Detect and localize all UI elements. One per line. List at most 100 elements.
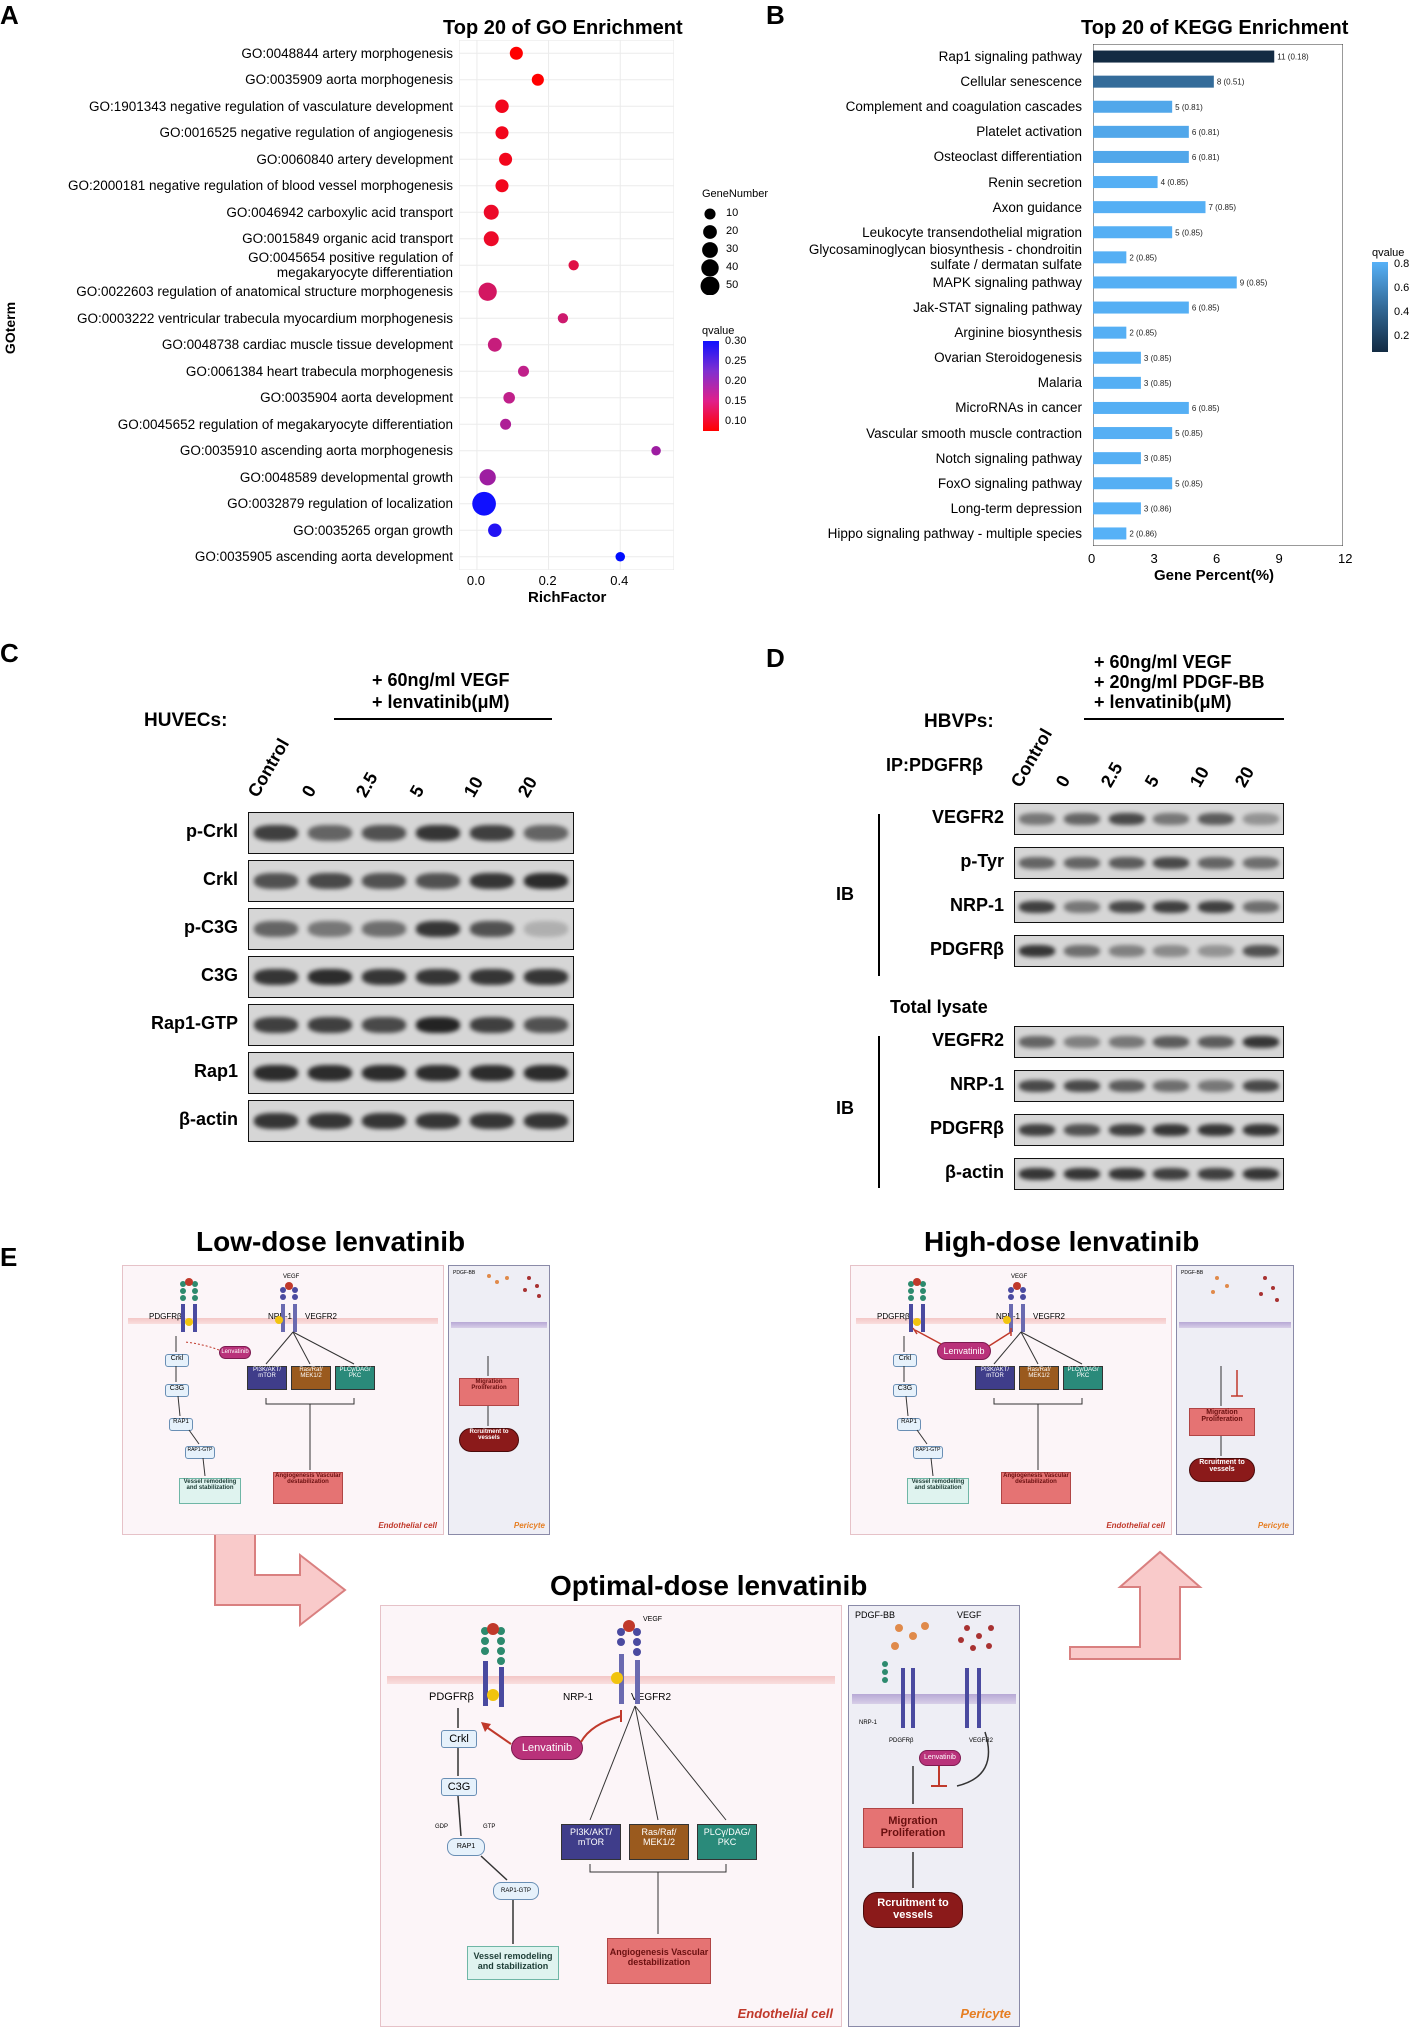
kegg-pathway-label: Malaria xyxy=(1037,375,1082,391)
hbvp-total-band xyxy=(1108,1036,1145,1048)
hbvp-ip-band xyxy=(1198,945,1234,957)
high-rap1gtp-node: RAP1-GTP xyxy=(913,1446,943,1459)
huvec-band xyxy=(254,825,298,841)
kegg-bar xyxy=(1093,226,1173,239)
low-pi3k-box: PI3K/AKT/ mTOR xyxy=(247,1366,287,1390)
huvec-band xyxy=(524,969,568,985)
ib-label-top: IB xyxy=(836,884,854,904)
hbvp-ip-band xyxy=(1064,945,1100,957)
huvec-band xyxy=(254,1113,298,1129)
go-dot xyxy=(568,260,579,271)
high-crkl-node: Crkl xyxy=(893,1354,917,1367)
gene-number-legend-value: 10 xyxy=(726,207,739,219)
optimal-pdgfbb-label: PDGF-BB xyxy=(855,1610,896,1620)
hbvp-ip-band xyxy=(1019,901,1056,913)
go-dot xyxy=(499,152,513,166)
hbvp-total-band xyxy=(1242,1080,1279,1092)
low-pericyte-box: Pericyte PDGF-BB Migration Proliferation… xyxy=(448,1265,550,1535)
hbvp-total-band xyxy=(1064,1080,1100,1092)
kegg-bar xyxy=(1093,201,1206,214)
go-term-label: GO:0035910 ascending aorta morphogenesis xyxy=(179,443,453,459)
hbvp-total-blot-label: NRP-1 xyxy=(949,1074,1004,1094)
huvec-blot-strip xyxy=(248,1100,574,1142)
low-angio-box: Angiogenesis Vascular destabilization xyxy=(273,1472,343,1504)
optimal-membrane xyxy=(387,1676,835,1684)
gene-number-legend-value: 30 xyxy=(726,243,739,255)
optimal-rap1gtp-node: RAP1-GTP xyxy=(493,1882,539,1900)
low-crkl-node: Crkl xyxy=(165,1354,189,1367)
kegg-qvalue-legend-value: 0.4 xyxy=(1394,306,1410,318)
go-term-label: GO:0015849 organic acid transport xyxy=(242,231,453,247)
gene-number-legend-value: 50 xyxy=(726,279,739,291)
kegg-bar-label: 3 (0.85) xyxy=(1144,379,1172,388)
low-rap1gtp-node: RAP1-GTP xyxy=(185,1446,215,1459)
kegg-pathway-label: MicroRNAs in cancer xyxy=(955,400,1082,416)
huvec-blot-strip xyxy=(248,1052,574,1094)
go-term-label: GO:0035909 aorta morphogenesis xyxy=(245,72,453,88)
go-term-label: GO:0022603 regulation of anatomical stru… xyxy=(76,284,453,300)
hbvp-treatment-bracket xyxy=(1084,718,1284,720)
go-term-label: GO:0048738 cardiac muscle tissue develop… xyxy=(161,337,453,353)
low-pdgfrb-label: PDGFRβ xyxy=(149,1312,182,1321)
optimal-peri-vegfr2-label: VEGFR2 xyxy=(969,1738,994,1744)
low-vegfr2-label: VEGFR2 xyxy=(305,1312,338,1321)
kegg-pathway-label: Ovarian Steroidogenesis xyxy=(934,350,1082,366)
go-qvalue-legend-title: qvalue xyxy=(702,325,735,337)
high-c3g-node: C3G xyxy=(893,1384,917,1397)
kegg-enrichment-chart: Top 20 of KEGG Enrichment Rap1 signaling… xyxy=(766,0,1416,620)
kegg-bar xyxy=(1093,150,1189,163)
high-recruit-box: Rcruitment to vessels xyxy=(1189,1458,1255,1482)
lenvatinib-mechanism-schematic: Low-dose lenvatinib High-dose lenvatinib… xyxy=(0,1220,1416,2028)
kegg-pathway-label: Jak-STAT signaling pathway xyxy=(913,300,1082,316)
go-qvalue-legend-value: 0.15 xyxy=(725,395,747,407)
ib-bracket-bottom xyxy=(878,1036,880,1188)
hbvp-total-band xyxy=(1019,1168,1056,1180)
huvec-band xyxy=(362,969,406,985)
hbvp-total-band xyxy=(1242,1036,1279,1048)
hbvp-total-blot-label: PDGFRβ xyxy=(930,1118,1004,1138)
kegg-bar-label: 11 (0.18) xyxy=(1277,53,1309,62)
kegg-bar xyxy=(1093,527,1127,540)
hbvp-ip-band xyxy=(1108,813,1145,825)
kegg-pathway-label: Arginine biosynthesis xyxy=(954,325,1082,341)
huvec-band xyxy=(524,873,568,889)
hbvp-total-band xyxy=(1108,1168,1145,1180)
hbvp-ip-band xyxy=(1153,813,1190,825)
kegg-pathway-label: Glycosaminoglycan biosynthesis - chondro… xyxy=(808,242,1082,273)
high-pericyte-label: Pericyte xyxy=(1257,1521,1289,1530)
ip-label: IP:PDGFRβ xyxy=(886,755,983,775)
hbvp-ip-band xyxy=(1108,901,1145,913)
go-term-label: GO:0003222 ventricular trabecula myocard… xyxy=(77,310,453,326)
high-endothelial-box: Endothelial cell PDGFRβ NRP-1 VEGFR2 VEG… xyxy=(850,1265,1172,1535)
low-plc-box: PLCγ/DAG/ PKC xyxy=(335,1366,375,1390)
go-term-label: GO:0045654 positive regulation of megaka… xyxy=(248,250,453,281)
high-angio-box: Angiogenesis Vascular destabilization xyxy=(1001,1472,1071,1504)
optimal-vessel-box: Vessel remodeling and stabilization xyxy=(467,1946,559,1980)
low-pericyte-arrows xyxy=(487,1274,541,1426)
go-enrichment-chart: Top 20 of GO Enrichment GOterm RichFacto… xyxy=(0,0,780,620)
kegg-qvalue-legend-value: 0.8 xyxy=(1394,258,1410,270)
go-x-tick: 0.2 xyxy=(538,573,557,588)
go-plot-area xyxy=(459,40,674,570)
kegg-chart-title: Top 20 of KEGG Enrichment xyxy=(1081,17,1349,39)
optimal-vegf-label: VEGF xyxy=(643,1616,663,1623)
kegg-bar xyxy=(1093,75,1214,88)
kegg-bar-label: 2 (0.85) xyxy=(1129,253,1157,262)
high-pi3k-box: PI3K/AKT/ mTOR xyxy=(975,1366,1015,1390)
huvec-band xyxy=(254,1017,298,1033)
go-term-label: GO:0061384 heart trabecula morphogenesis xyxy=(185,363,453,379)
huvec-band xyxy=(416,921,460,937)
kegg-bar-label: 2 (0.86) xyxy=(1129,529,1157,538)
huvec-band xyxy=(470,1065,514,1081)
panel-label-e: E xyxy=(0,1242,18,1272)
high-endothelial-label: Endothelial cell xyxy=(1106,1521,1165,1530)
kegg-pathway-label: Renin secretion xyxy=(988,174,1082,190)
huvec-treatment-lenvatinib: + lenvatinib(μM) xyxy=(372,692,510,712)
hbvp-ip-blot-strip xyxy=(1014,935,1284,967)
high-migration-box: Migration Proliferation xyxy=(1189,1408,1255,1436)
go-term-label: GO:0048589 developmental growth xyxy=(239,469,453,485)
kegg-pathway-label: Hippo signaling pathway - multiple speci… xyxy=(827,525,1082,541)
kegg-bar xyxy=(1093,301,1189,314)
